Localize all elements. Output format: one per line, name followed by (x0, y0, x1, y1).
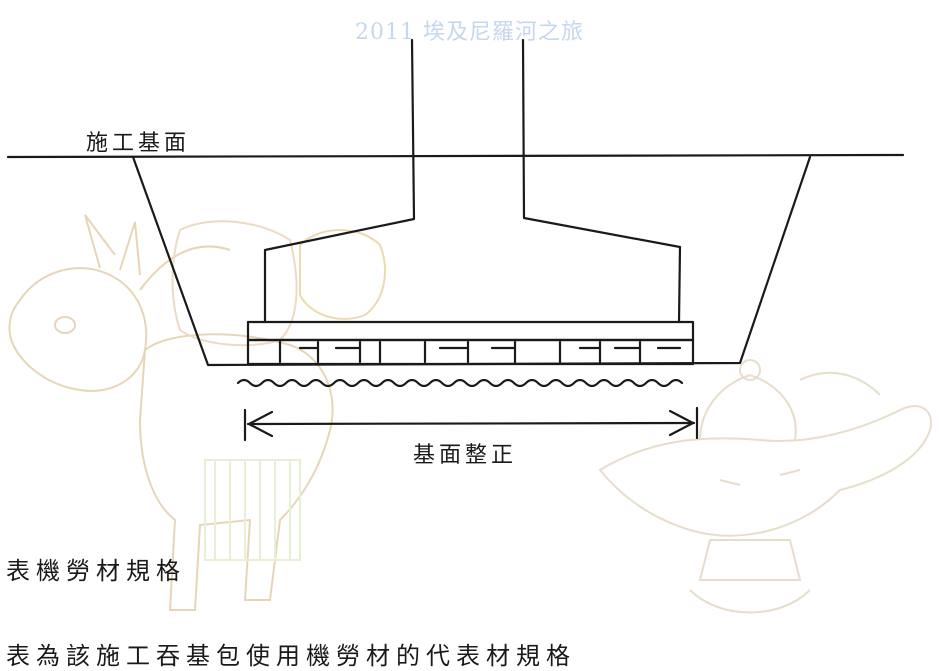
lamp-sketch (598, 359, 932, 614)
dimension-line (246, 421, 696, 426)
dimension-label: 基面整正 (413, 443, 518, 468)
pier-left-edge (263, 38, 416, 324)
gravel-blocks (278, 340, 682, 364)
gravel-layer (246, 338, 695, 366)
foundation-diagram (6, 38, 905, 442)
footing-slab (246, 320, 695, 342)
excavation-outline (131, 155, 812, 367)
watermark-title: 2011 埃及尼羅河之旅 (355, 20, 584, 45)
page-canvas: 2011 埃及尼羅河之旅 (6, 20, 932, 670)
pier-right-edge (521, 38, 682, 324)
ground-label: 施工基面 (86, 131, 191, 156)
dimension-arrow-right (668, 409, 695, 437)
donkey-sketch (8, 214, 386, 611)
subgrade-wave (236, 378, 684, 388)
dimension-arrow-left (247, 410, 274, 438)
ground-line (6, 153, 905, 159)
section-heading: 表機勞材規格 (6, 557, 186, 585)
body-text: 表為該施工吞基包使用機勞材的代表材規格 (6, 642, 576, 670)
watermark-illustration (8, 214, 932, 614)
